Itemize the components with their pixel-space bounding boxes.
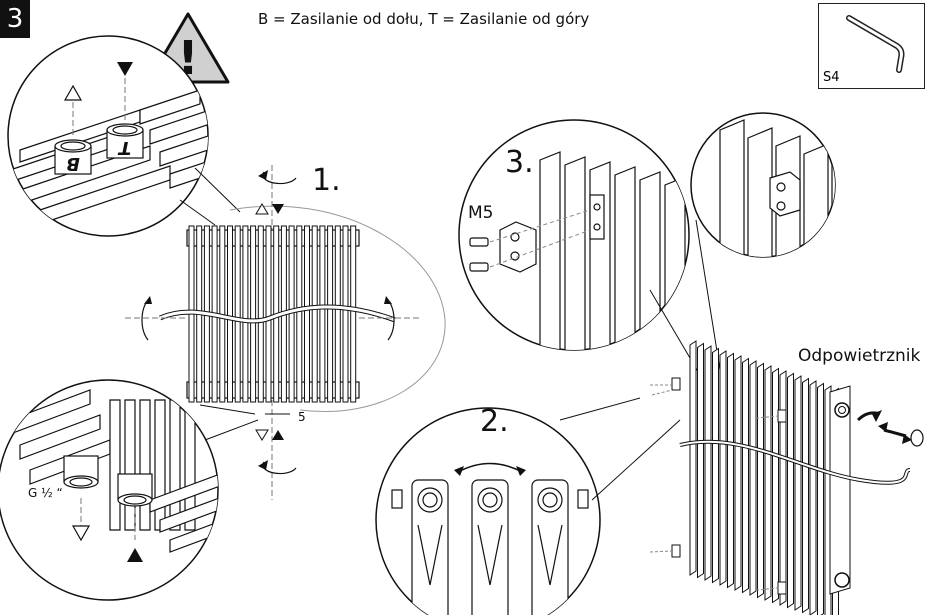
radiator-tube	[304, 225, 310, 403]
radiator-tube	[334, 225, 341, 403]
radiator-tube	[802, 377, 809, 614]
filled-triangle-icon	[117, 62, 133, 76]
tool-label: S4	[823, 70, 840, 85]
svg-text:B: B	[66, 153, 80, 174]
radiator-tube	[234, 225, 241, 403]
radiator-tube	[719, 350, 727, 586]
supply-legend: B = Zasilanie od dołu, T = Zasilanie od …	[258, 10, 590, 28]
svg-text:T: T	[117, 137, 131, 158]
thread-size-label: G ½ “	[28, 486, 63, 500]
radiator-tube	[250, 225, 257, 403]
radiator-tube	[809, 380, 817, 615]
step-3-label: 3.	[505, 145, 534, 180]
radiator-tube	[772, 367, 779, 604]
rotate-arrow-icon	[141, 299, 149, 341]
radiator-tube	[697, 342, 704, 579]
bleed-valve-cap-icon	[910, 429, 924, 447]
radiator-tube	[727, 352, 734, 589]
radiator-tube	[350, 225, 357, 403]
radiator-tube	[296, 225, 303, 403]
radiator-tube	[794, 375, 802, 611]
radiator-tube	[742, 357, 749, 594]
screw-size-label: M5	[468, 203, 494, 223]
zoom-circle-top-right	[690, 112, 836, 371]
radiator-perspective-view	[689, 340, 851, 615]
filled-triangle-icon	[127, 548, 143, 562]
step-2-label: 2.	[480, 404, 509, 439]
radiator-tube	[734, 355, 742, 591]
radiator-tube	[764, 365, 772, 601]
tool-box: S4	[818, 3, 925, 89]
zoom-circle-bottom-middle	[375, 397, 681, 615]
bleeder-label: Odpowietrznik	[798, 346, 921, 366]
radiator-tube	[757, 362, 764, 599]
zoom-circle-bottom-left	[0, 379, 259, 601]
hex-key-icon	[846, 15, 905, 73]
radiator-tube	[265, 225, 272, 403]
radiator-tube	[242, 225, 249, 403]
radiator-tube	[749, 360, 757, 596]
radiator-tube	[689, 340, 697, 576]
radiator-end-tube	[829, 385, 851, 595]
double-arrow-icon	[883, 428, 907, 438]
radiator-tube	[257, 225, 264, 403]
radiator-front-view	[158, 225, 396, 403]
radiator-tube	[712, 347, 719, 584]
radiator-tube	[311, 225, 318, 403]
radiator-tube	[327, 225, 334, 403]
radiator-tube	[227, 225, 233, 403]
step-number-badge: 3	[0, 0, 30, 38]
radiator-tube	[817, 382, 824, 615]
radiator-tube	[779, 370, 787, 606]
radiator-tube	[787, 372, 794, 609]
outline-triangle-icon	[71, 525, 91, 542]
radiator-tube	[704, 345, 712, 581]
radiator-tube	[319, 225, 326, 403]
rotate-arrow-icon	[262, 461, 297, 475]
swing-arrow-icon	[457, 462, 523, 473]
outline-triangle-icon	[63, 84, 83, 101]
radiator-tube	[342, 225, 349, 403]
rotate-arrow-icon	[262, 171, 297, 185]
step-1-label: 1.	[312, 163, 341, 198]
zoom-circle-top-middle	[458, 119, 701, 376]
offset-dimension-label: 5	[298, 410, 306, 424]
